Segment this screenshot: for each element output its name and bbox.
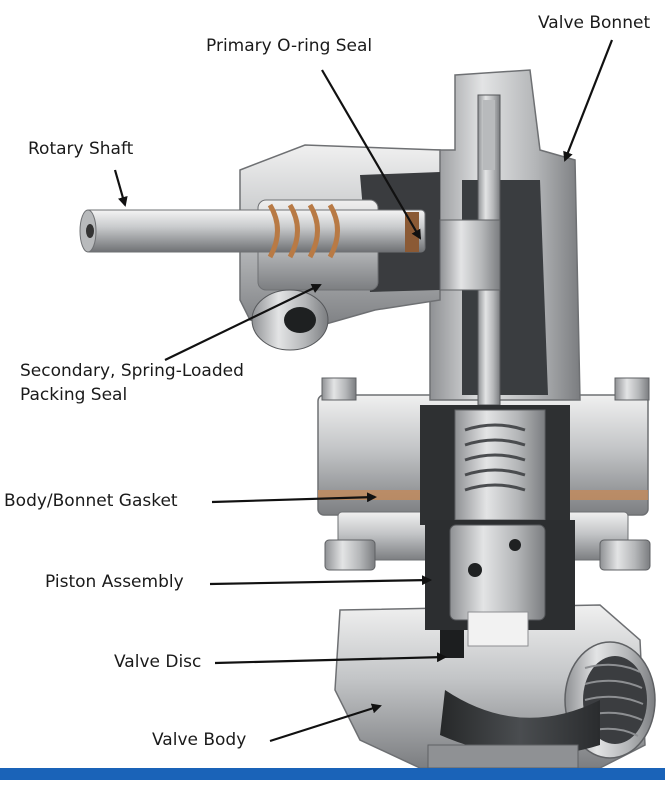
leader-valve-bonnet: [563, 39, 614, 162]
label-valve-body: Valve Body: [152, 730, 247, 750]
leader-body-bonnet-gasket: [211, 492, 377, 504]
leader-secondary-packing: [164, 283, 322, 361]
bottom-accent-bar: [0, 768, 665, 780]
leader-rotary-shaft: [113, 169, 128, 207]
label-secondary-packing-line2: Packing Seal: [20, 385, 128, 405]
bottom-margin: [0, 780, 665, 792]
valve-disc-insert: [467, 611, 529, 647]
leader-piston-assembly: [209, 575, 432, 586]
leader-primary-oring: [321, 69, 422, 240]
label-secondary-packing-line1: Secondary, Spring-Loaded: [20, 361, 244, 381]
label-piston-assembly: Piston Assembly: [45, 572, 184, 592]
leader-lines: [113, 39, 614, 743]
leader-valve-disc: [214, 652, 447, 665]
label-rotary-shaft: Rotary Shaft: [28, 139, 134, 159]
rotary-shaft-body: [79, 203, 426, 259]
label-body-bonnet-gasket: Body/Bonnet Gasket: [4, 491, 178, 511]
label-valve-bonnet: Valve Bonnet: [538, 13, 651, 33]
piston-assembly-cutaway: [420, 405, 575, 658]
label-valve-disc: Valve Disc: [114, 652, 202, 672]
leader-valve-body: [269, 703, 382, 743]
valve-body-casting: [334, 604, 656, 769]
label-primary-oring-seal: Primary O-ring Seal: [206, 36, 373, 56]
